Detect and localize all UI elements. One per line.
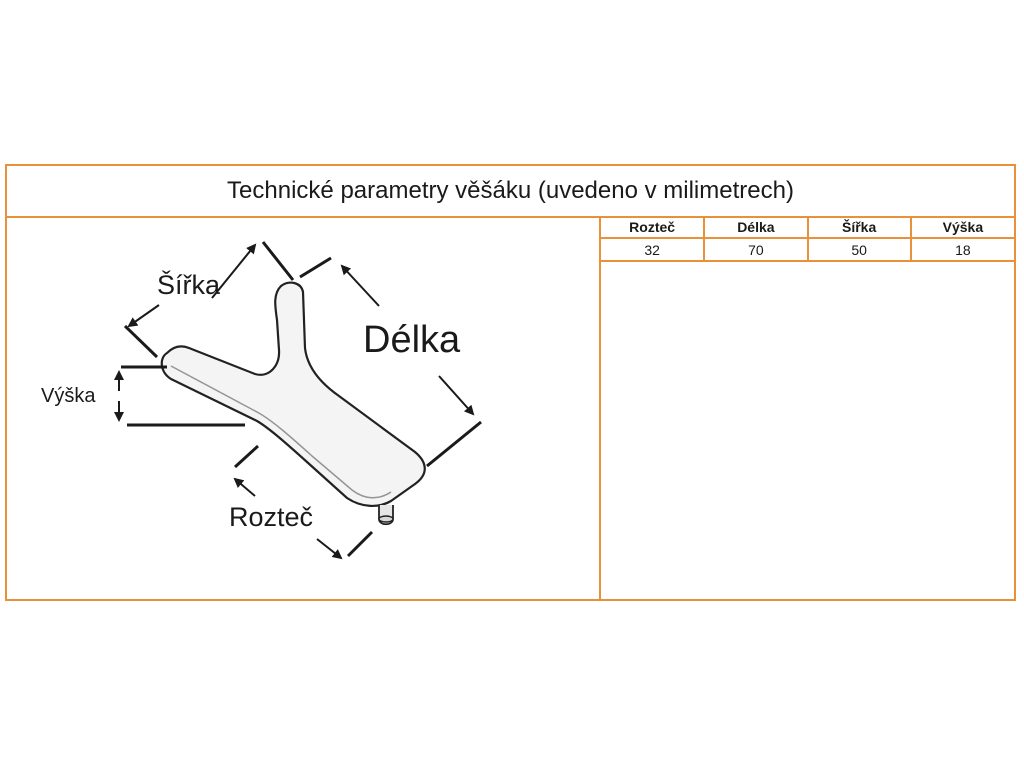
table-row: 32 70 50 18: [601, 238, 1014, 262]
value-width: 50: [807, 238, 912, 262]
hanger-diagram-panel: Šířka Délka Výška: [7, 216, 601, 599]
value-length: 70: [704, 238, 809, 262]
header-length: Délka: [704, 216, 809, 239]
height-dimension: Výška: [41, 365, 245, 427]
pitch-label: Rozteč: [229, 502, 313, 532]
parameters-table-panel: Rozteč Délka Šířka Výška 32 70 50 18: [601, 216, 1014, 599]
value-pitch: 32: [601, 238, 706, 262]
parameters-frame: Technické parametry věšáku (uvedeno v mi…: [5, 164, 1016, 601]
header-height: Výška: [910, 216, 1014, 239]
parameters-table: Rozteč Délka Šířka Výška 32 70 50 18: [601, 216, 1014, 262]
hanger-shape: [160, 281, 426, 526]
hanger-diagram: Šířka Délka Výška: [41, 241, 482, 560]
width-dimension: Šířka: [123, 241, 332, 359]
pitch-dimension: Rozteč: [229, 444, 374, 560]
height-label: Výška: [41, 385, 96, 407]
page-title: Technické parametry věšáku (uvedeno v mi…: [7, 166, 1014, 218]
length-dimension: Délka: [340, 264, 482, 468]
length-label: Délka: [363, 319, 461, 361]
header-width: Šířka: [807, 216, 912, 239]
header-pitch: Rozteč: [601, 216, 706, 239]
value-height: 18: [910, 238, 1014, 262]
table-header-row: Rozteč Délka Šířka Výška: [601, 216, 1014, 239]
width-label: Šířka: [157, 269, 221, 300]
